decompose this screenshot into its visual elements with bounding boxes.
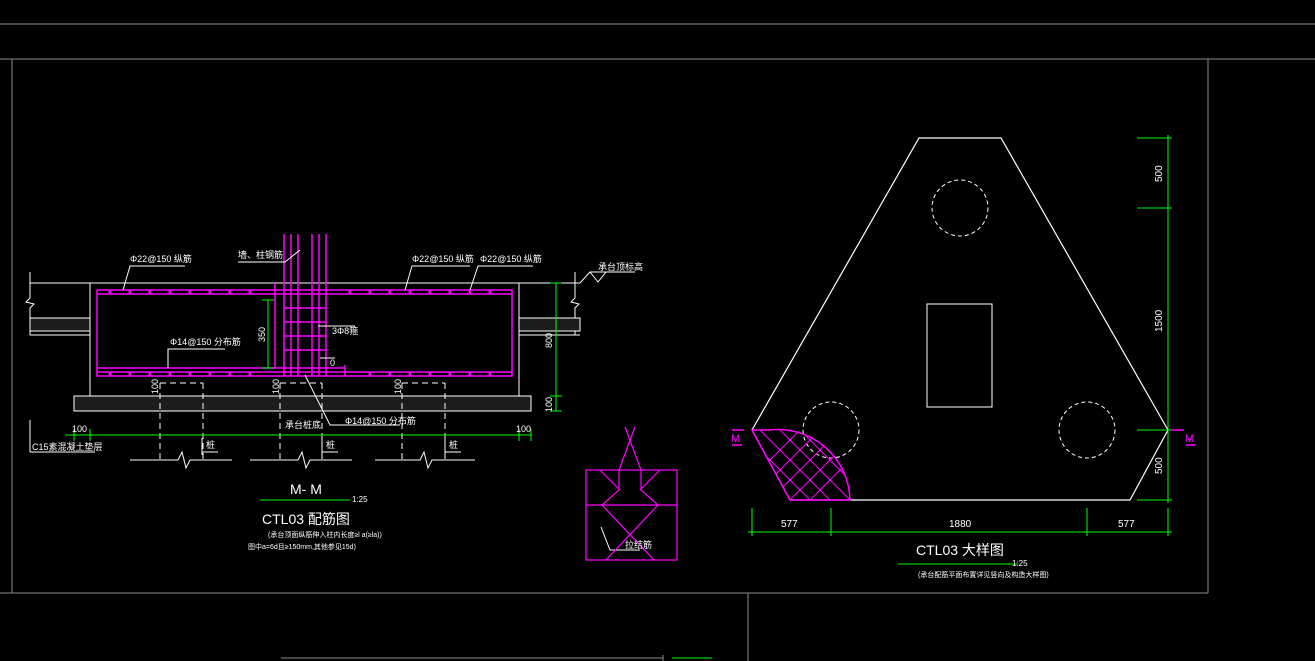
plan-dim-horizontal <box>748 508 1172 565</box>
section-note1: (承台顶面纵筋伸入柱内长度≥l a(≥la)) <box>268 530 382 539</box>
label-column: 墙、柱钢筋 <box>238 249 283 260</box>
slab-left <box>29 317 91 332</box>
plan-dim-h-2: 1880 <box>949 519 972 530</box>
label-pile: 承台桩底 <box>285 419 321 430</box>
section-mark-right: M <box>1185 433 1194 445</box>
plan-title-block: CTL03 大样图 1:25 (承台配筋平面布置详见竖向及构造大样图) <box>916 542 1049 579</box>
label-pile-c: 桩 <box>449 439 458 450</box>
label-dim-100-right: 100 <box>516 424 531 434</box>
cap-plan-outline <box>751 137 1169 501</box>
plan-note: (承台配筋平面布置详见竖向及构造大样图) <box>918 570 1049 579</box>
column-rebar <box>283 234 327 376</box>
plan-scale: 1:25 <box>1012 559 1028 568</box>
label-cushion: C15素混凝土垫层 <box>32 441 103 452</box>
label-small-zero: 0 <box>330 358 335 368</box>
section-note2: 图中a=6d且≥150mm,其他参见15d) <box>248 542 356 551</box>
plan-dim-v-2: 1500 <box>1154 309 1165 332</box>
plan-dim-vertical-labels: 500 1500 500 <box>1154 165 1165 474</box>
label-dim-100-v: 100 <box>544 397 554 412</box>
section-title-block: M- M 1:25 CTL03 配筋图 (承台顶面纵筋伸入柱内长度≥l a(≥l… <box>248 481 382 551</box>
section-cut-outline <box>750 428 851 501</box>
label-dim-800: 800 <box>544 333 554 348</box>
label-pile-a: 桩 <box>206 439 215 450</box>
cushion-layer <box>73 395 532 412</box>
label-dim-100-2: 100 <box>271 379 281 394</box>
pile-circle-right <box>1058 401 1116 459</box>
plan-view: M M 500 1500 500 577 1880 577 <box>731 135 1196 579</box>
label-top-bar-right: Φ22@150 纵筋 <box>412 253 474 264</box>
plan-dim-h-1: 577 <box>781 519 798 530</box>
label-top-bar-left: Φ22@150 纵筋 <box>130 253 192 264</box>
plan-dim-vertical <box>1137 135 1172 503</box>
plan-dim-v-1: 500 <box>1154 165 1165 182</box>
label-stirrup: 3Φ8箍 <box>332 325 358 336</box>
tie-detail-bars <box>586 426 677 561</box>
label-dim-100-3: 100 <box>393 379 403 394</box>
plan-dim-h-3: 577 <box>1118 519 1135 530</box>
dimension-lines-section <box>65 282 562 501</box>
tie-detail: 拉结筋 <box>585 426 678 561</box>
label-dim-350: 350 <box>257 327 267 342</box>
section-mark-left: M <box>731 433 740 445</box>
rebar-cage <box>96 283 513 377</box>
pile-circle-top <box>931 179 989 237</box>
label-top-bar-right2: Φ22@150 纵筋 <box>480 253 542 264</box>
label-cap-top: 承台顶标高 <box>598 261 643 272</box>
slab-right <box>518 317 581 332</box>
section-subtitle: CTL03 配筋图 <box>262 511 350 527</box>
section-labels: Φ22@150 纵筋 墙、柱钢筋 Φ22@150 纵筋 Φ22@150 纵筋 承… <box>32 249 643 452</box>
pile-circle-left <box>802 401 860 459</box>
drawing-frame <box>0 23 1315 661</box>
section-title: M- M <box>290 481 322 497</box>
pile-breaks <box>130 438 475 470</box>
section-mm: Φ22@150 纵筋 墙、柱钢筋 Φ22@150 纵筋 Φ22@150 纵筋 承… <box>25 234 643 551</box>
section-marks <box>732 429 1196 446</box>
label-dim-100-1: 100 <box>150 379 160 394</box>
rebar-dots <box>108 290 492 376</box>
label-bottom-bar: Φ14@150 分布筋 <box>170 336 241 347</box>
label-dim-100-left: 100 <box>72 424 87 434</box>
plan-dim-v-3: 500 <box>1154 457 1165 474</box>
ground-lines <box>25 272 580 336</box>
tie-detail-label: 拉结筋 <box>625 539 652 550</box>
section-scale: 1:25 <box>352 495 368 504</box>
column-plan <box>926 303 993 408</box>
plan-dim-horizontal-labels: 577 1880 577 <box>781 519 1135 530</box>
label-bottom-bar2: Φ14@150 分布筋 <box>345 415 416 426</box>
label-pile-b: 桩 <box>326 439 335 450</box>
leader-lines <box>29 249 640 551</box>
plan-title: CTL03 大样图 <box>916 542 1004 558</box>
section-cut-hatch <box>752 429 850 500</box>
tie-detail-box <box>585 469 678 561</box>
